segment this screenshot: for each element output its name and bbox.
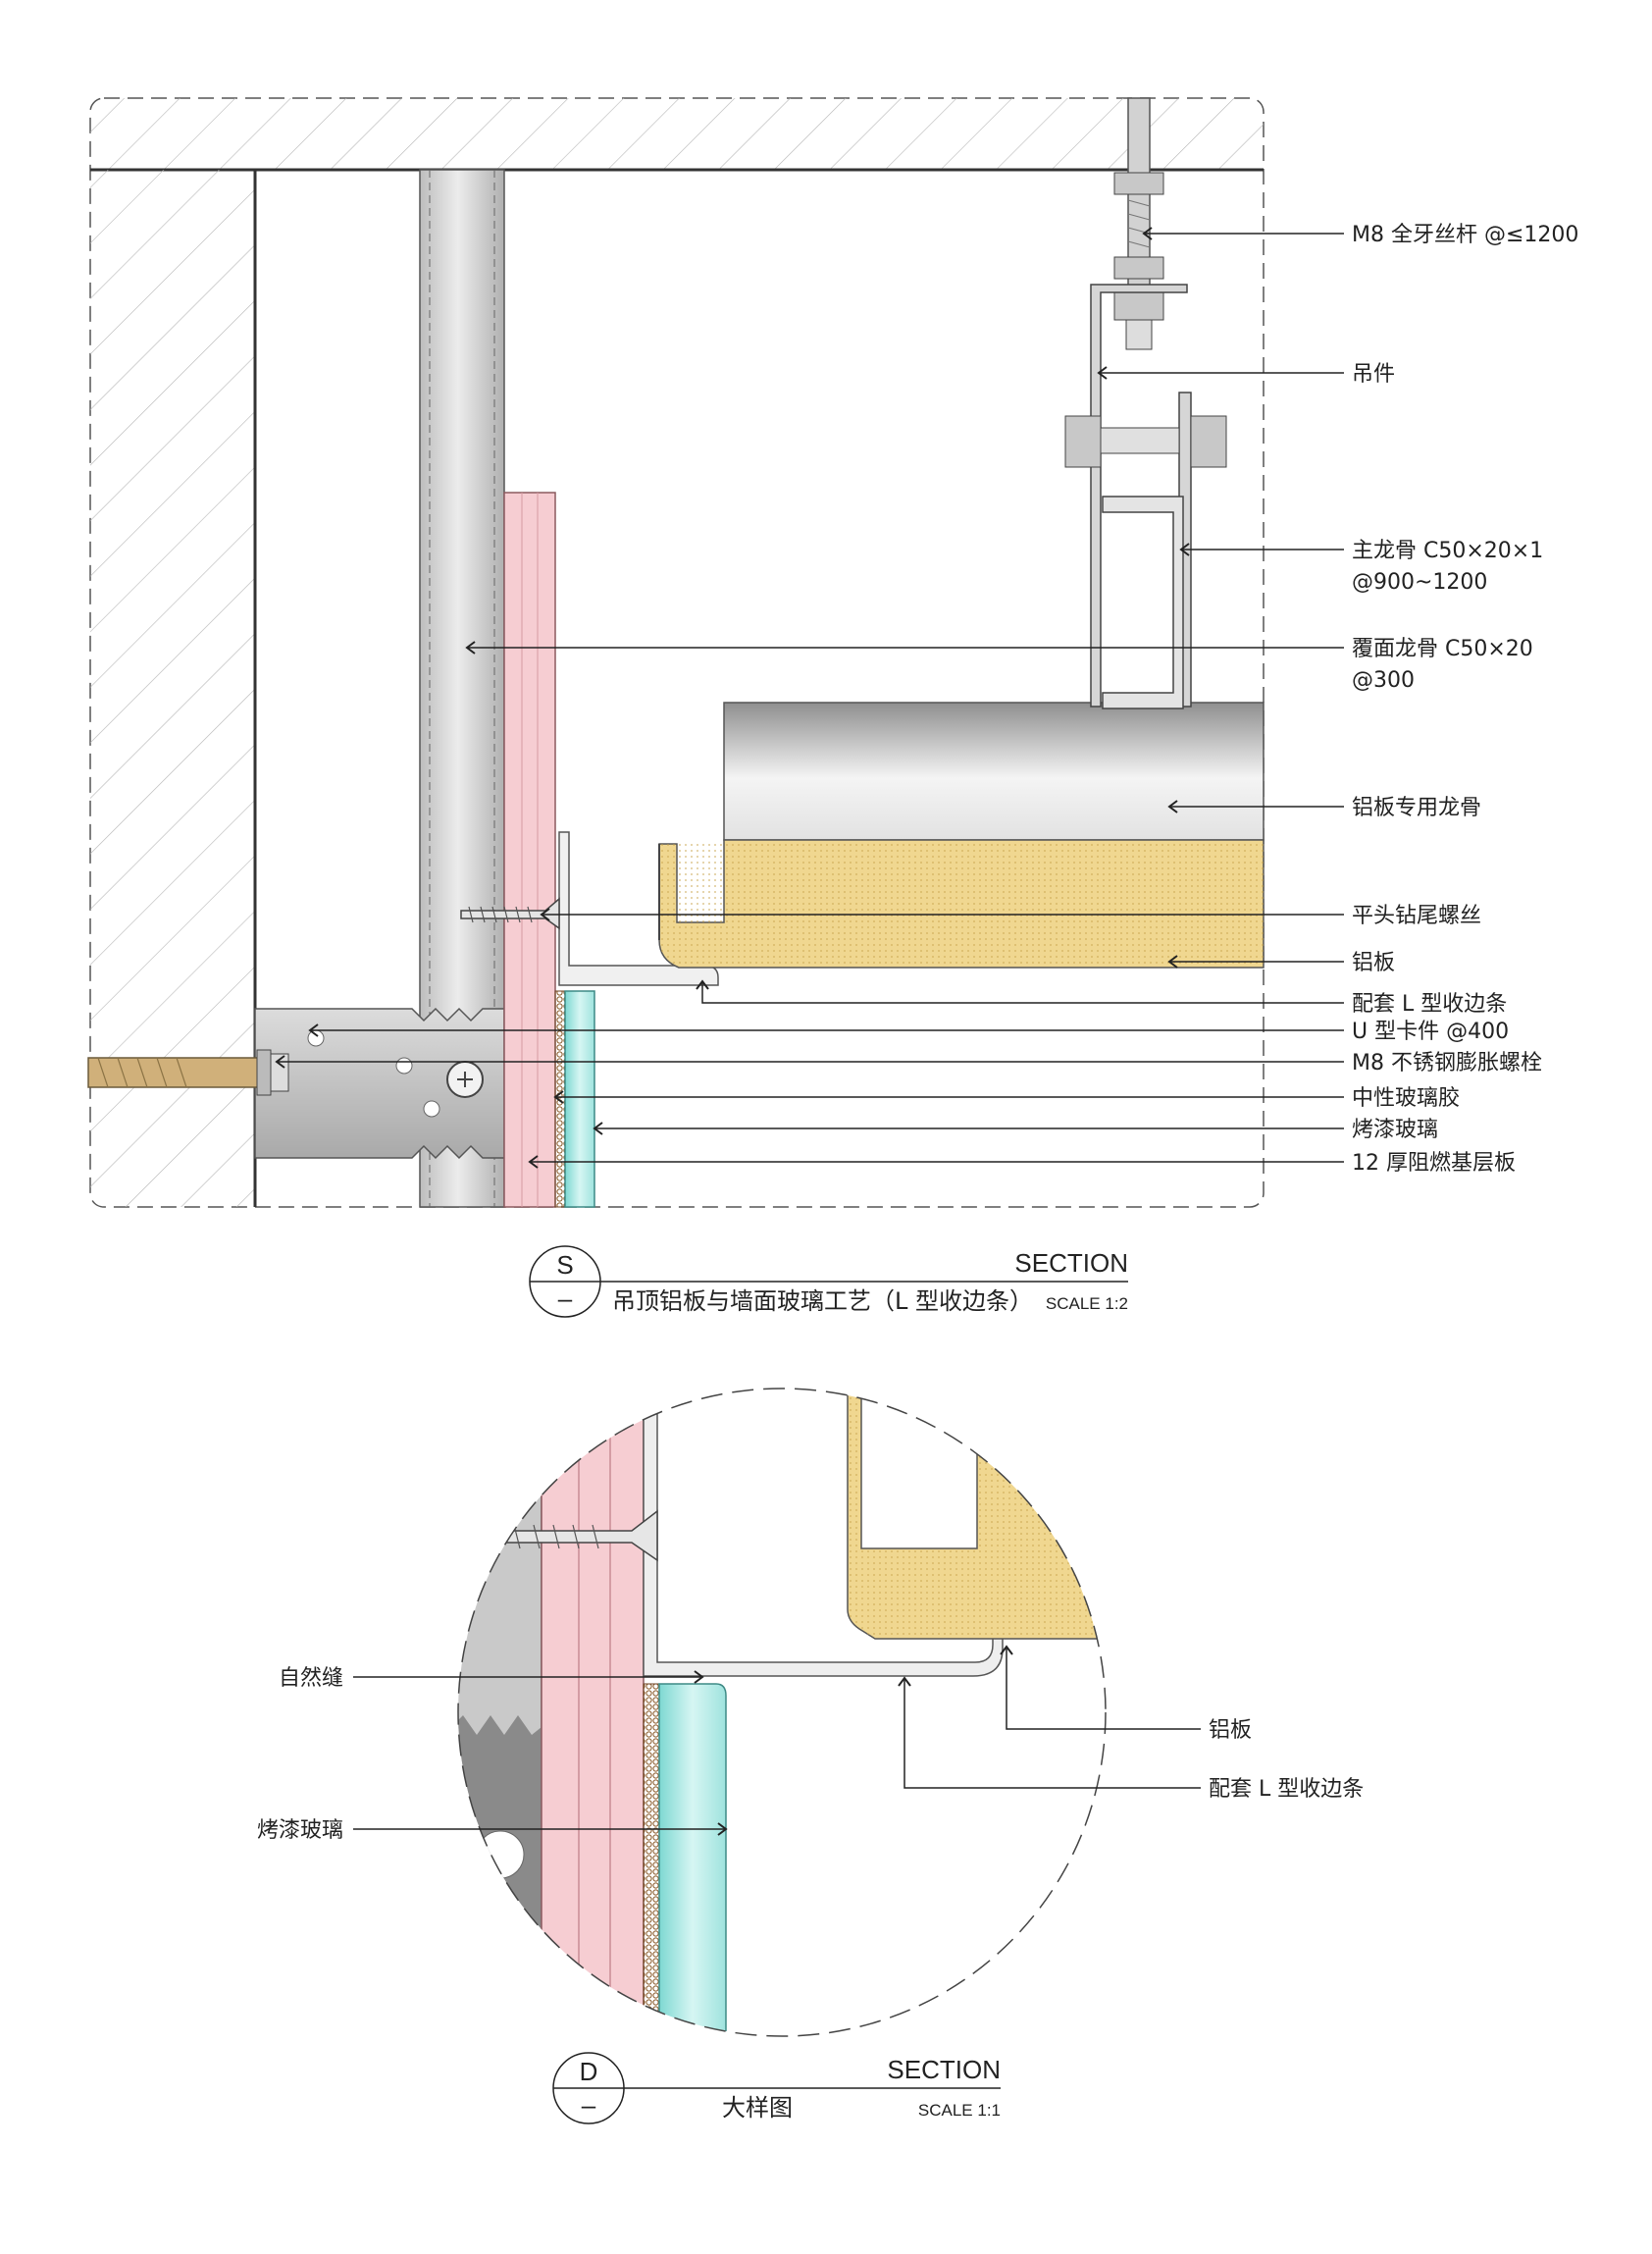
detail-heading: SECTION [887,2055,1001,2084]
leader-arrows [275,227,1190,1169]
label-sealant: 中性玻璃胶 [1352,1086,1460,1111]
label-u-clip: U 型卡件 @400 [1352,1020,1509,1044]
label-aluminum-keel: 铝板专用龙骨 [1352,796,1481,820]
title-block-detail: D – SECTION 大样图 SCALE 1:1 [552,2052,1001,2124]
section-marker-letter: S [556,1250,573,1280]
label-threaded-rod: M8 全牙丝杆 @≤1200 [1352,223,1578,247]
rivet-cross [457,1072,473,1087]
bolt-thread [97,1057,187,1088]
fire-retardant-board [503,492,556,1208]
main-keel [1102,496,1184,709]
detail-marker-letter: D [580,2057,598,2086]
label-cover-keel: 覆面龙骨 C50×20 [1352,637,1533,661]
aluminum-keel [723,702,1265,841]
hanger-bolt-head [1064,415,1102,468]
hanger-bracket [1090,284,1188,708]
detail-sealant [643,1683,660,2036]
section-title: 吊顶铝板与墙面玻璃工艺（L 型收边条） [612,1287,1033,1315]
detail-scale: SCALE 1:1 [918,2101,1001,2120]
label-glass: 烤漆玻璃 [1352,1118,1438,1142]
section-heading: SECTION [1014,1248,1128,1278]
lacquered-glass [564,990,595,1208]
label-aluminum-panel: 铝板 [1352,951,1395,975]
label-expansion-bolt: M8 不锈钢膨胀螺栓 [1352,1051,1542,1075]
leader-lines [277,233,1344,1163]
l-trim-strip [558,831,719,986]
detail-marker-sheet: – [582,2090,596,2120]
detail-cover-keel [458,1389,542,2036]
section-scale: SCALE 1:2 [1046,1294,1128,1313]
concrete-wall [90,170,255,1207]
concrete-slab [90,98,1264,169]
bolt-nut [256,1049,272,1096]
label-main-keel: 主龙骨 C50×20×1 [1352,539,1543,563]
detail-label-l-trim: 配套 L 型收边条 [1209,1777,1364,1802]
clip-hole [395,1057,413,1075]
rod-nut [1113,291,1164,321]
section-main [87,97,1265,1208]
label-cover-keel-spacing: @300 [1352,668,1415,693]
rod-nut [1113,256,1164,280]
bolt-nut [270,1053,289,1092]
detail-leader-arrows [694,1645,1013,1836]
hanger-nut [1190,415,1227,468]
detail-glass [658,1683,727,2036]
detail-label-aluminum-panel: 铝板 [1209,1718,1252,1743]
detail-label-glass: 烤漆玻璃 [257,1818,343,1843]
title-block-section: S – SECTION 吊顶铝板与墙面玻璃工艺（L 型收边条） SCALE 1:… [529,1245,1128,1318]
rod-nut [1113,172,1164,195]
label-board: 12 厚阻燃基层板 [1352,1151,1516,1176]
detail-view [457,1388,1107,2037]
detail-leader-lines [353,1647,1201,1830]
detail-title: 大样图 [722,2094,793,2122]
detail-u-clip [458,1715,542,2036]
clip-hole [307,1029,325,1047]
detail-board [541,1389,645,2036]
label-screw: 平头钻尾螺丝 [1352,904,1481,928]
detail-boundary [457,1388,1107,2037]
panel-texture [659,840,1264,968]
hanger-bolt [1100,427,1180,454]
detail-label-gap: 自然缝 [279,1666,343,1691]
screw-thread [468,906,533,923]
section-marker-sheet: – [558,1284,573,1313]
label-l-trim: 配套 L 型收边条 [1352,992,1507,1017]
clip-hole [423,1100,440,1118]
label-main-keel-spacing: @900~1200 [1352,570,1487,595]
label-hanger: 吊件 [1352,362,1395,387]
rod-end [1125,319,1153,350]
